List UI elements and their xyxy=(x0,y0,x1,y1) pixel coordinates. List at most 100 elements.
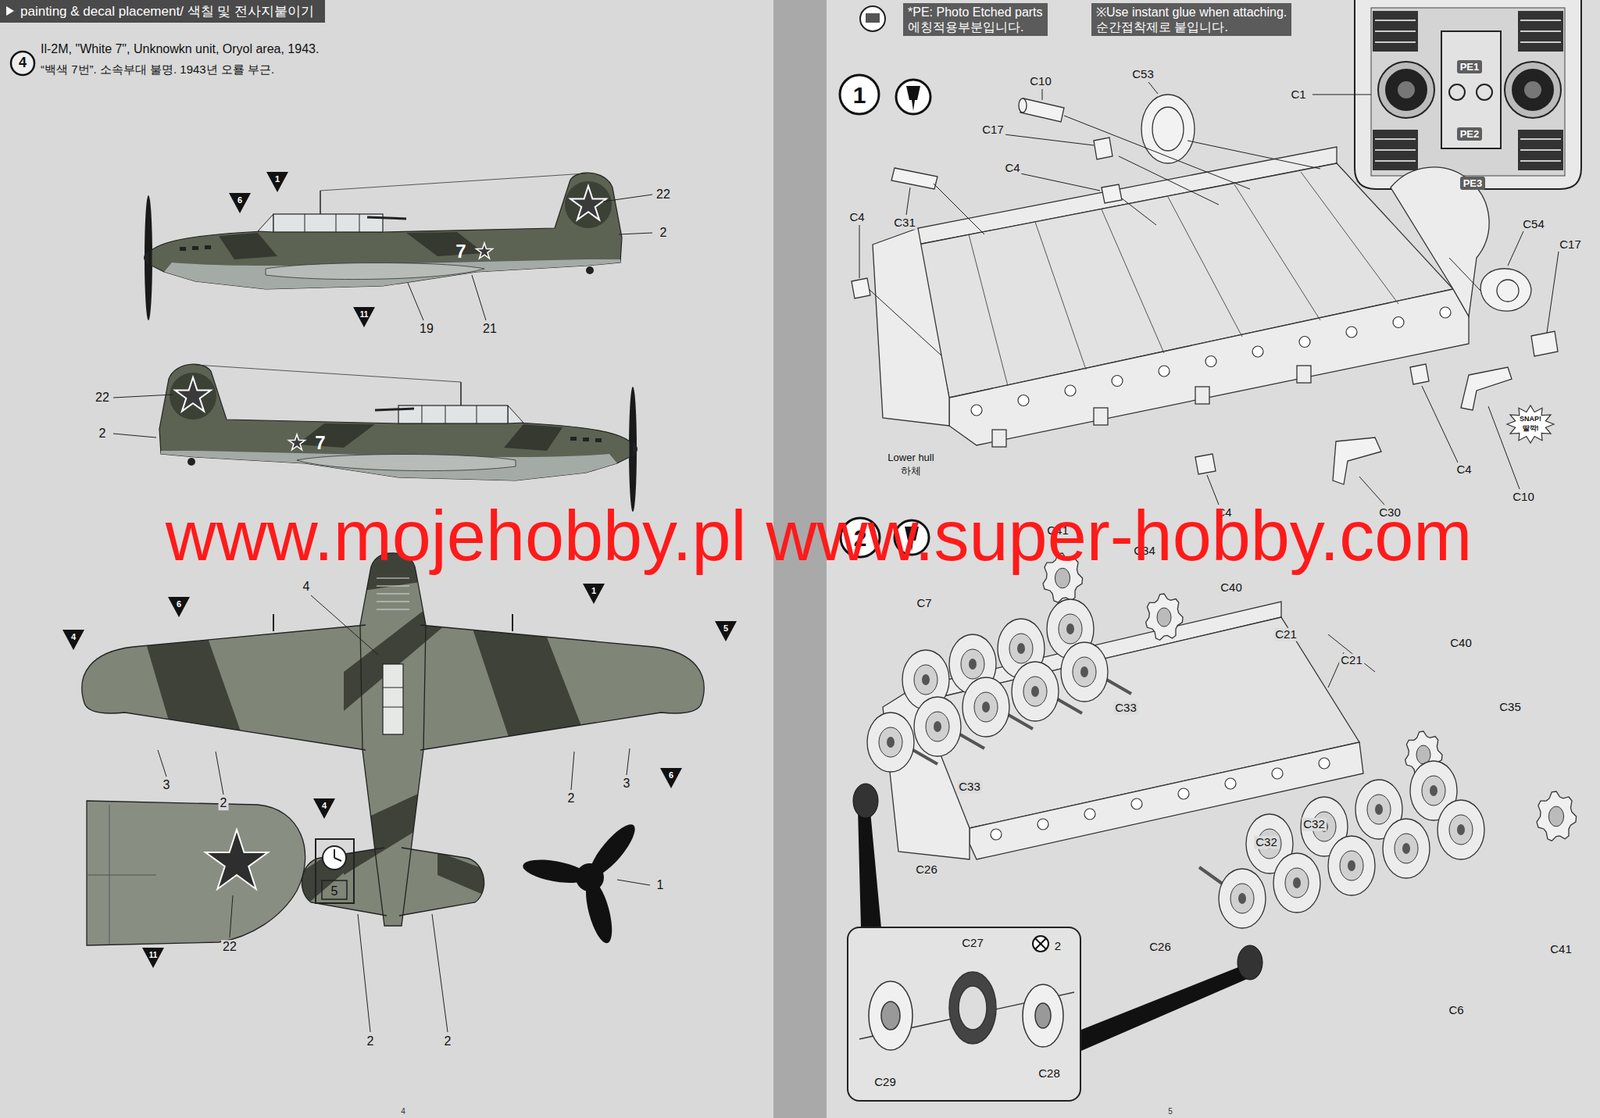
decal-marker: 5 xyxy=(723,623,729,633)
wheel-disc xyxy=(1367,794,1391,825)
sprocket-teeth xyxy=(1536,791,1577,841)
leader-line xyxy=(407,282,424,321)
callout-number: 19 xyxy=(417,321,436,336)
part-number: C41 xyxy=(1548,942,1574,957)
road-wheel xyxy=(1011,661,1059,722)
road-wheel xyxy=(1437,800,1485,860)
road-wheel xyxy=(962,677,1010,737)
leader-line xyxy=(1187,140,1321,169)
tyre-part xyxy=(853,783,879,818)
callout-number: 22 xyxy=(221,939,239,954)
hull-hole xyxy=(1225,778,1236,790)
hull-hole xyxy=(1205,356,1217,368)
part-number: 2 xyxy=(1054,939,1061,953)
decal-marker: 6 xyxy=(176,599,182,609)
wheel-rim xyxy=(1382,818,1430,879)
part-number: C17 xyxy=(980,123,1006,137)
leader-line xyxy=(157,750,167,777)
decal-triangle xyxy=(660,767,683,789)
decal-triangle xyxy=(266,171,289,193)
part-number: C26 xyxy=(914,863,940,877)
leader-line xyxy=(1328,634,1375,672)
callout-number: 2 xyxy=(218,796,229,811)
leader-line xyxy=(603,194,653,202)
decal-marker: 4 xyxy=(71,632,76,642)
part-number: C4 xyxy=(847,210,866,225)
leader-line xyxy=(1449,257,1481,291)
step-number: 1 xyxy=(853,82,867,108)
wheel-hub xyxy=(1080,666,1089,678)
part-number: C10 xyxy=(1028,75,1054,89)
wheel-disc xyxy=(1339,850,1364,881)
node-heading: *PE: Photo Etched parts xyxy=(907,4,1043,20)
wheel-rim xyxy=(1437,800,1485,860)
part-number: C40 xyxy=(1218,581,1244,595)
leader-line xyxy=(1421,385,1458,463)
note-box: ※Use instant glue when attaching.순간접착제로 … xyxy=(1091,3,1292,36)
leader-line xyxy=(357,914,371,1033)
wheel-rim xyxy=(914,696,961,757)
road-wheel xyxy=(1060,642,1108,702)
watermark: www.mojehobby.pl www.super-hobby.com xyxy=(165,497,1472,575)
part-number: C6 xyxy=(1446,1003,1465,1018)
decal-marker: 6 xyxy=(237,195,243,205)
snap-note: SNAP! xyxy=(1519,415,1542,424)
decal-triangle xyxy=(167,596,190,618)
fuselage-number: 7 xyxy=(455,241,466,262)
hull-hole xyxy=(1064,385,1076,397)
road-wheel xyxy=(1218,868,1266,929)
node-heading: PE3 xyxy=(1463,177,1483,190)
part-number: 5 xyxy=(331,884,339,899)
detail-inset: C272C29C28 xyxy=(846,926,1082,1102)
decal-marker: 6 xyxy=(668,770,674,780)
wheel-rim xyxy=(1273,853,1321,913)
hull-hole xyxy=(1318,757,1330,769)
wheel-disc xyxy=(1285,867,1309,898)
callout-number: 2 xyxy=(658,225,669,240)
decal-triangle xyxy=(582,583,605,604)
wheel-hub xyxy=(1402,842,1411,854)
leader-line xyxy=(113,433,157,438)
wheel-disc xyxy=(914,664,938,695)
leader-line xyxy=(617,879,650,886)
wheel-disc xyxy=(960,649,985,679)
assembly-line xyxy=(1035,221,1086,370)
header-band: painting & decal placement/ 색칠 및 전사지붙이기 xyxy=(0,0,325,23)
wheel-disc xyxy=(1058,614,1083,644)
wheel-hub xyxy=(1238,892,1247,904)
callout-number: 4 xyxy=(301,579,312,594)
wheel-hub xyxy=(1457,824,1465,836)
leader-line xyxy=(310,595,379,655)
node-subtext: 순간접착제로 붙입니다. xyxy=(1096,19,1287,35)
leader-line xyxy=(859,225,861,279)
caption-text: “백색 7번”. 소속부대 불명. 1943년 오룔 부근. xyxy=(40,63,275,77)
road-wheel xyxy=(914,696,961,757)
part-number: C21 xyxy=(1339,653,1365,668)
leader-line xyxy=(471,275,486,321)
road-wheel xyxy=(867,712,915,772)
leader-line xyxy=(1507,231,1524,266)
part-number: C33 xyxy=(1113,701,1139,715)
part-number: C10 xyxy=(1510,490,1536,504)
leader-line xyxy=(618,232,653,235)
hull-hole xyxy=(1299,336,1311,348)
assembly-line xyxy=(1101,209,1165,354)
sprocket-teeth xyxy=(1146,593,1183,640)
wheel-hub xyxy=(1066,623,1075,635)
part-number: C33 xyxy=(957,780,983,794)
callout-number: 21 xyxy=(481,321,499,336)
decal-marker: 4 xyxy=(321,800,327,811)
hull-hole xyxy=(1131,798,1143,810)
part-number: C32 xyxy=(1253,835,1279,850)
part-number: C29 xyxy=(874,1075,897,1089)
decal-triangle xyxy=(228,192,251,214)
hull-hole xyxy=(1017,395,1029,407)
wheel-disc xyxy=(925,711,950,742)
hull-hole xyxy=(1392,317,1404,329)
leader-line xyxy=(1042,89,1043,100)
fuselage-number: 7 xyxy=(314,432,325,454)
hull-hole xyxy=(1158,365,1170,377)
hull-hole xyxy=(971,404,983,416)
leader-line xyxy=(1148,82,1158,94)
